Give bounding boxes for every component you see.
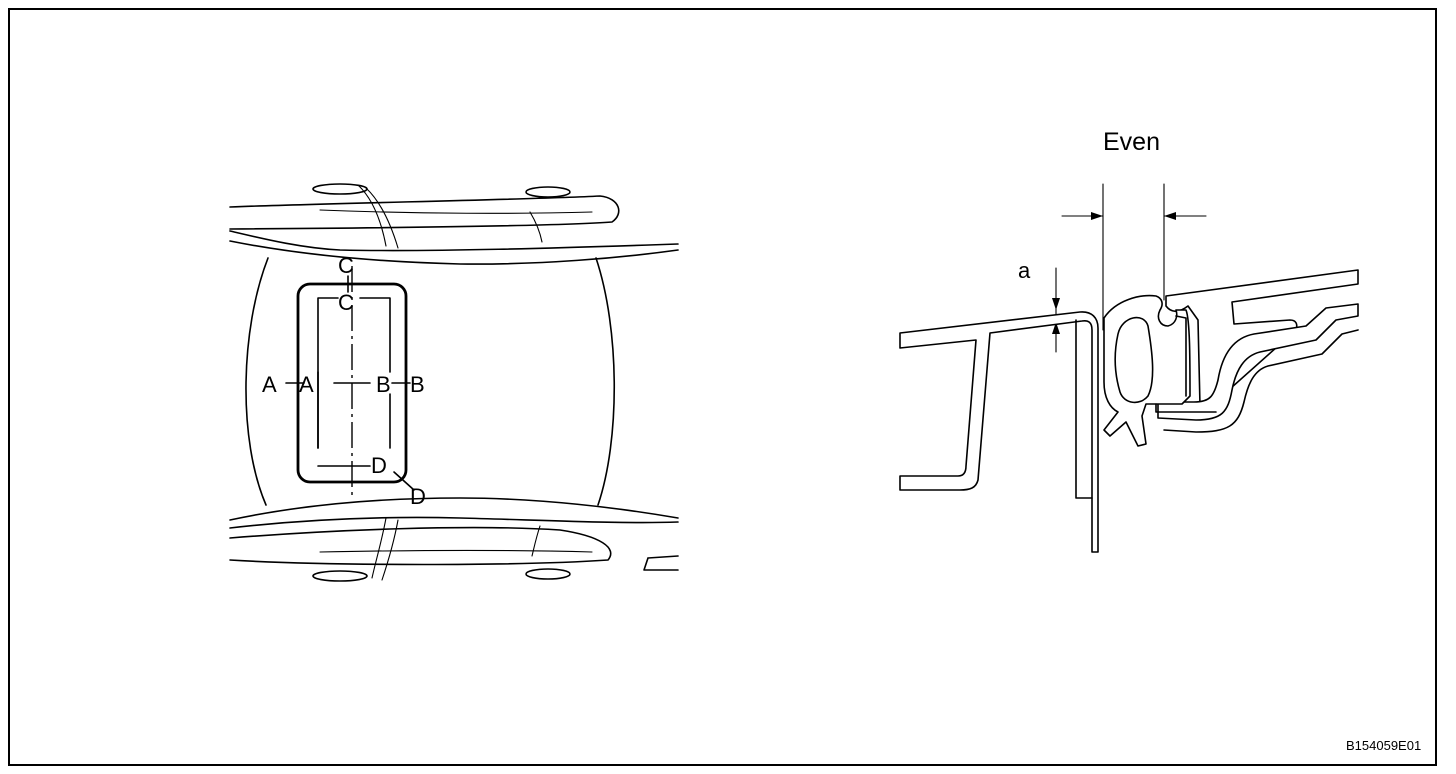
upper-mirror-front: [312, 183, 368, 195]
roof-panel-section: [899, 311, 1099, 553]
lower-door-line: [229, 516, 679, 529]
roof-panel-right-edge: [595, 257, 616, 506]
roof-flange: [1075, 319, 1093, 499]
label-A-outer: A: [262, 372, 277, 397]
glass-frame-outer: [1163, 329, 1359, 433]
lower-pillar-a: [371, 517, 387, 579]
lower-pillar-b: [381, 519, 399, 581]
roof-top-view: A A B B C C D D: [229, 183, 679, 582]
lower-mirror-front: [312, 570, 368, 582]
lower-pillar-c: [531, 525, 541, 557]
gap-label: a: [1018, 258, 1031, 283]
upper-mirror-rear: [525, 186, 571, 198]
label-D-inner: D: [371, 453, 387, 478]
gap-arrowhead-top: [1052, 298, 1060, 310]
upper-window-line: [319, 209, 593, 214]
label-B-outer: B: [410, 372, 425, 397]
gap-arrowhead-bottom: [1052, 322, 1060, 334]
even-label: Even: [1103, 128, 1160, 156]
figure-code: B154059E01: [1346, 738, 1421, 753]
weatherstrip-base: [1155, 403, 1217, 413]
weatherstrip-lip: [1175, 315, 1187, 397]
upper-pillar-a: [357, 184, 387, 247]
lower-mirror-rear: [525, 568, 571, 580]
figure-border: [8, 8, 1437, 766]
cross-section-view: Even a: [899, 128, 1359, 553]
upper-rocker-line: [229, 240, 679, 265]
even-arrowhead-left: [1091, 212, 1103, 220]
label-A-inner: A: [299, 372, 314, 397]
upper-door-line: [229, 230, 679, 252]
weatherstrip-hollow: [1114, 316, 1154, 404]
lower-handle: [643, 555, 679, 571]
label-C-outer: C: [338, 253, 354, 278]
lower-window-line: [319, 549, 593, 553]
upper-body-outline: [229, 195, 620, 230]
section-D-line: [393, 471, 415, 491]
even-arrowhead-right: [1164, 212, 1176, 220]
label-B-inner: B: [376, 372, 391, 397]
label-C-inner: C: [338, 290, 354, 315]
roof-panel-left-edge: [245, 257, 269, 506]
upper-pillar-b: [365, 187, 399, 249]
lower-body-outline: [229, 526, 612, 566]
lower-rocker-line: [229, 497, 679, 521]
upper-pillar-c: [529, 211, 543, 243]
label-D-outer: D: [410, 484, 426, 509]
weatherstrip-seal: [1103, 294, 1191, 447]
